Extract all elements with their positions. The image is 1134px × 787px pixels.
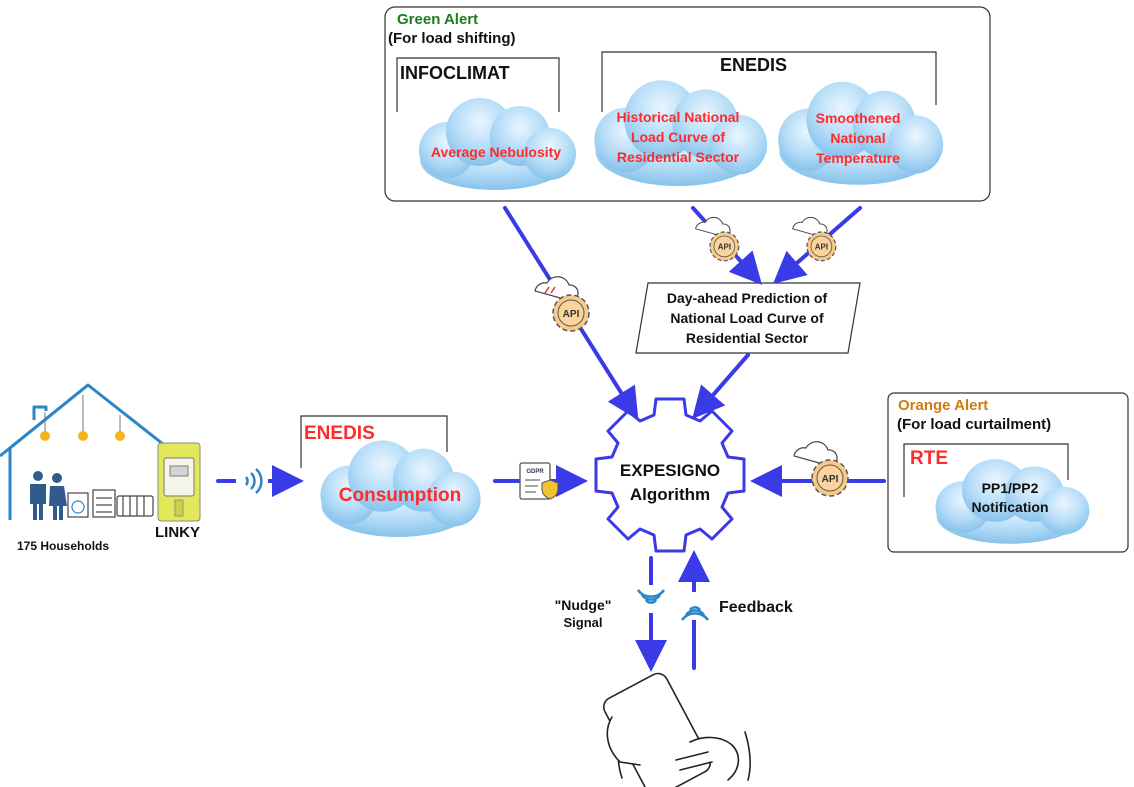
smartphone-icon bbox=[603, 672, 751, 787]
linky-label: LINKY bbox=[155, 524, 200, 541]
api-text: API bbox=[815, 243, 828, 252]
api-text: API bbox=[563, 309, 580, 320]
green-alert-panel bbox=[384, 6, 991, 202]
cloud-temperature-line-3: Temperature bbox=[816, 150, 900, 166]
prediction-line-2: National Load Curve of bbox=[670, 310, 824, 326]
enedis-bracket bbox=[601, 51, 937, 112]
cloud-nebulosity-label: Average Nebulosity bbox=[430, 144, 562, 160]
algorithm-label-1: EXPESIGNO bbox=[620, 461, 720, 480]
notification-line-1: PP1/PP2 bbox=[981, 480, 1039, 496]
api-icon: API bbox=[695, 216, 740, 262]
api-icon: API bbox=[793, 441, 849, 497]
households-caption: 175 Households bbox=[17, 539, 110, 553]
orange-alert-panel bbox=[887, 392, 1129, 553]
feedback-wifi-icon bbox=[680, 606, 710, 621]
rte-bracket bbox=[903, 443, 1069, 497]
cloud-load-curve-line-3: Residential Sector bbox=[616, 149, 740, 165]
notification-line-2: Notification bbox=[971, 499, 1049, 515]
arrow-prediction-to-algorithm bbox=[692, 353, 750, 420]
enedis-consumption-label: ENEDIS bbox=[304, 423, 375, 444]
consumption-label: Consumption bbox=[338, 485, 462, 506]
rte-label: RTE bbox=[910, 448, 948, 469]
api-text: API bbox=[718, 243, 731, 252]
orange-alert-title: Orange Alert bbox=[898, 397, 989, 414]
algorithm-label-2: Algorithm bbox=[630, 485, 710, 504]
linky-meter-icon bbox=[157, 442, 201, 522]
nudge-title: "Nudge" bbox=[554, 597, 612, 613]
nudge-wifi-icon bbox=[636, 589, 666, 604]
gdpr-document-icon: GDPR bbox=[519, 462, 559, 500]
cloud-load-curve-line-2: Load Curve of bbox=[630, 129, 726, 145]
wireless-icon bbox=[244, 468, 263, 494]
cloud-temperature-line-2: National bbox=[830, 130, 886, 146]
family-icon bbox=[30, 471, 67, 520]
feedback-label: Feedback bbox=[719, 599, 793, 616]
infoclimat-bracket bbox=[396, 57, 560, 112]
api-icon: API bbox=[792, 216, 837, 262]
gdpr-text: GDPR bbox=[526, 469, 544, 475]
enedis-source-label: ENEDIS bbox=[720, 55, 788, 75]
prediction-line-3: Residential Sector bbox=[685, 330, 809, 346]
prediction-line-1: Day-ahead Prediction of bbox=[666, 290, 828, 306]
infoclimat-label: INFOCLIMAT bbox=[400, 63, 510, 83]
green-alert-title: Green Alert bbox=[397, 11, 479, 28]
appliances-icon bbox=[67, 489, 154, 518]
api-icon: API bbox=[534, 276, 590, 332]
nudge-subtitle: Signal bbox=[563, 615, 603, 630]
green-alert-subtitle: (For load shifting) bbox=[388, 30, 516, 47]
wire-mask-3 bbox=[678, 592, 712, 620]
api-text: API bbox=[822, 474, 839, 485]
orange-alert-subtitle: (For load curtailment) bbox=[897, 416, 1052, 433]
ceiling-lamps bbox=[40, 395, 125, 441]
enedis-consumption-bracket bbox=[300, 415, 448, 468]
cloud-temperature-line-1: Smoothened bbox=[815, 110, 901, 126]
cloud-load-curve-line-1: Historical National bbox=[616, 109, 740, 125]
house-icon bbox=[0, 383, 170, 520]
